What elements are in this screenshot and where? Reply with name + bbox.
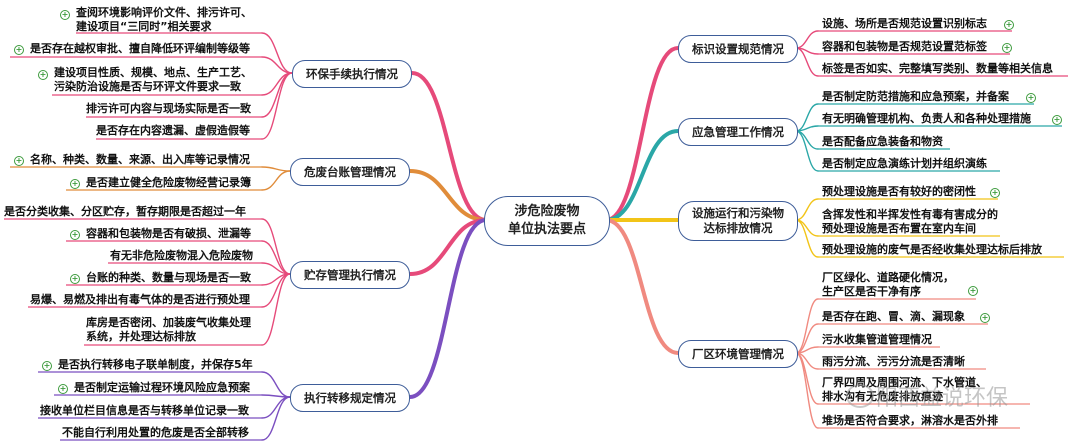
leaf-link-transfer [261, 371, 291, 398]
branch-environmental-procedures[interactable]: 环保手续执行情况 [292, 60, 412, 88]
leaf-link-env [261, 72, 293, 140]
trunk-plant [604, 218, 680, 355]
trunk-storage [408, 218, 488, 276]
leaf-env-2[interactable]: 是否存在越权审批、擅自降低环评编制等级等 [30, 42, 250, 55]
leaf-facility-3[interactable]: 预处理设施的废气是否经收集处理达标后排放 [822, 243, 1042, 256]
expand-plus-icon[interactable]: + [58, 384, 68, 394]
leaf-emergency-1[interactable]: 是否制定防范措施和应急预案，并备案 [822, 90, 1009, 103]
leaf-storage-5[interactable]: 易爆、易燃及排出有毒气体的是否进行预处理 [30, 293, 250, 306]
branch-hazardous-ledger[interactable]: 危废台账管理情况 [290, 158, 410, 186]
branch-marking-standards[interactable]: 标识设置规范情况 [678, 35, 798, 63]
leaf-link-plant [795, 352, 819, 429]
expand-plus-icon[interactable]: + [70, 274, 80, 284]
expand-plus-icon[interactable]: + [38, 70, 48, 80]
leaf-plant-4[interactable]: 雨污分流、污污分流是否清晰 [822, 355, 965, 368]
leaf-transfer-4[interactable]: 不能自行利用处置的危废是否全部转移 [62, 426, 249, 439]
leaf-storage-4[interactable]: 台账的种类、数量与现场是否一致 [86, 271, 251, 284]
leaf-storage-2[interactable]: 容器和包装物是否有破损、泄漏等 [86, 227, 251, 240]
trunk-transfer [408, 218, 488, 399]
central-topic[interactable]: 涉危险废物 单位执法要点 [484, 196, 610, 246]
leaf-link-storage [261, 218, 291, 275]
expand-plus-icon[interactable]: + [990, 188, 1000, 198]
leaf-link-env [261, 32, 293, 74]
leaf-link-ledger [261, 170, 291, 191]
leaf-storage-1[interactable]: 是否分类收集、分区贮存，暂存期限是否超过一年 [4, 205, 246, 218]
leaf-link-storage [261, 273, 291, 346]
leaf-link-facility [795, 219, 819, 237]
leaf-transfer-1[interactable]: 是否执行转移电子联单制度，并保存5年 [58, 358, 253, 371]
leaf-link-marking [795, 47, 819, 77]
expand-plus-icon[interactable]: + [60, 10, 70, 20]
leaf-facility-1[interactable]: 预处理设施是否有较好的密闭性 [822, 185, 976, 198]
leaf-storage-6[interactable]: 库房是否密闭、加装废气收集处理 系统，并处理达标排放 [86, 316, 251, 343]
leaf-link-ledger [261, 166, 291, 172]
leaf-link-facility [795, 219, 819, 258]
leaf-plant-6[interactable]: 堆场是否符合要求，淋溶水是否外排 [822, 414, 998, 427]
expand-plus-icon[interactable]: + [1026, 93, 1036, 103]
leaf-link-emergency [795, 130, 819, 150]
branch-facility-emission[interactable]: 设施运行和污染物 达标排放情况 [678, 201, 798, 241]
leaf-env-3[interactable]: 建设项目性质、规模、地点、生产工艺、 污染防治设施是否与环评文件要求一致 [54, 66, 252, 93]
expand-plus-icon[interactable]: + [14, 45, 24, 55]
leaf-env-4[interactable]: 排污许可内容与现场实际是否一致 [86, 102, 251, 115]
leaf-link-env [261, 56, 293, 74]
trunk-env [410, 71, 488, 222]
leaf-link-emergency [795, 103, 819, 132]
leaf-link-transfer [261, 396, 291, 419]
expand-plus-icon[interactable]: + [70, 230, 80, 240]
branch-plant-environment[interactable]: 厂区环境管理情况 [678, 340, 798, 368]
watermark: 阳西益说环保 [876, 386, 1009, 411]
leaf-link-emergency [795, 130, 819, 172]
leaf-env-5[interactable]: 是否存在内容遗漏、虚假造假等 [96, 124, 250, 137]
leaf-ledger-2[interactable]: 是否建立健全危险废物经营记录簿 [86, 176, 251, 189]
branch-emergency-management[interactable]: 应急管理工作情况 [678, 118, 798, 146]
leaf-emergency-3[interactable]: 是否配备应急装备和物资 [822, 135, 943, 148]
expand-plus-icon[interactable]: + [980, 313, 990, 323]
trunk-ledger [408, 169, 488, 222]
expand-plus-icon[interactable]: + [42, 361, 52, 371]
leaf-marking-1[interactable]: 设施、场所是否规范设置识别标志 [822, 17, 987, 30]
leaf-storage-3[interactable]: 有无非危险废物混入危险废物 [110, 249, 253, 262]
leaf-emergency-4[interactable]: 是否制定应急演练计划并组织演练 [822, 157, 987, 170]
leaf-plant-2[interactable]: 是否存在跑、冒、滴、漏现象 [822, 310, 965, 323]
leaf-ledger-1[interactable]: 名称、种类、数量、来源、出入库等记录情况 [30, 153, 250, 166]
leaf-emergency-2[interactable]: 有无明确管理机构、负责人和各种处理措施 [822, 112, 1031, 125]
branch-transfer-regulations[interactable]: 执行转移规定情况 [290, 384, 410, 412]
leaf-link-transfer [261, 396, 291, 441]
leaf-link-emergency [795, 125, 819, 132]
expand-plus-icon[interactable]: + [1004, 20, 1014, 30]
expand-plus-icon[interactable]: + [70, 179, 80, 189]
trunk-emergency [604, 129, 680, 222]
leaf-transfer-2[interactable]: 是否制定运输过程环境风险应急预案 [74, 381, 250, 394]
leaf-env-1[interactable]: 查阅环境影响评价文件、排污许可、 建设项目“三同时”相关要求 [76, 6, 252, 33]
expand-plus-icon[interactable]: + [1052, 115, 1062, 125]
leaf-transfer-3[interactable]: 接收单位栏目信息是否与转移单位记录一致 [40, 404, 249, 417]
leaf-link-env [261, 72, 293, 118]
leaf-link-plant [795, 298, 819, 354]
branch-storage-management[interactable]: 贮存管理执行情况 [290, 261, 410, 289]
expand-plus-icon[interactable]: + [1002, 43, 1012, 53]
leaf-marking-2[interactable]: 容器和包装物是否规范设置范标签 [822, 40, 987, 53]
leaf-link-facility [795, 198, 819, 221]
expand-plus-icon[interactable]: + [968, 286, 978, 296]
expand-plus-icon[interactable]: + [14, 156, 24, 166]
trunk-marking [604, 46, 680, 222]
leaf-plant-1[interactable]: 厂区绿化、道路硬化情况， 生产区是否干净有序 [822, 271, 954, 298]
leaf-link-marking [795, 30, 819, 49]
leaf-plant-3[interactable]: 污水收集管道管理情况 [822, 333, 932, 346]
wechat-icon [846, 384, 874, 408]
leaf-facility-2[interactable]: 含挥发性和半挥发性有毒有害成分的 预处理设施是否布置在室内车间 [822, 208, 998, 235]
leaf-marking-3[interactable]: 标签是否如实、完整填写类别、数量等相关信息 [822, 62, 1053, 75]
